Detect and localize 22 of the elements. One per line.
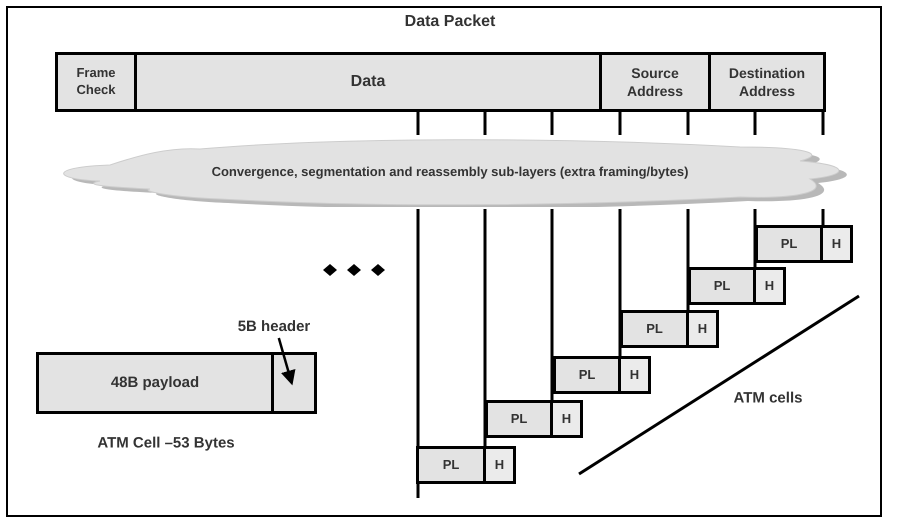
cell-segment: H — [686, 310, 719, 348]
cell-segment: PL — [553, 356, 621, 394]
cell-segment: 48B payload — [36, 352, 274, 414]
cell-segment: H — [550, 400, 583, 438]
packet-field: Frame Check — [55, 52, 137, 112]
cell-segment: H — [753, 267, 786, 305]
packet-field: Source Address — [599, 52, 711, 112]
cell-segment: PL — [416, 446, 486, 484]
diagram-label: ATM cells — [734, 390, 802, 406]
cell-segment: H — [820, 225, 853, 263]
cell-segment: H — [618, 356, 651, 394]
diagram-title: Data Packet — [404, 13, 496, 31]
cell-segment: PL — [755, 225, 823, 263]
caption-label: ATM Cell –53 Bytes — [97, 434, 235, 452]
packet-field: Destination Address — [708, 52, 826, 112]
callout-text: 5B header — [226, 314, 322, 338]
cell-segment: PL — [688, 267, 756, 305]
cell-segment: PL — [485, 400, 553, 438]
header-box — [271, 352, 317, 414]
packet-field: Data — [134, 52, 602, 112]
cell-segment: PL — [620, 310, 689, 348]
cell-segment: H — [483, 446, 516, 484]
